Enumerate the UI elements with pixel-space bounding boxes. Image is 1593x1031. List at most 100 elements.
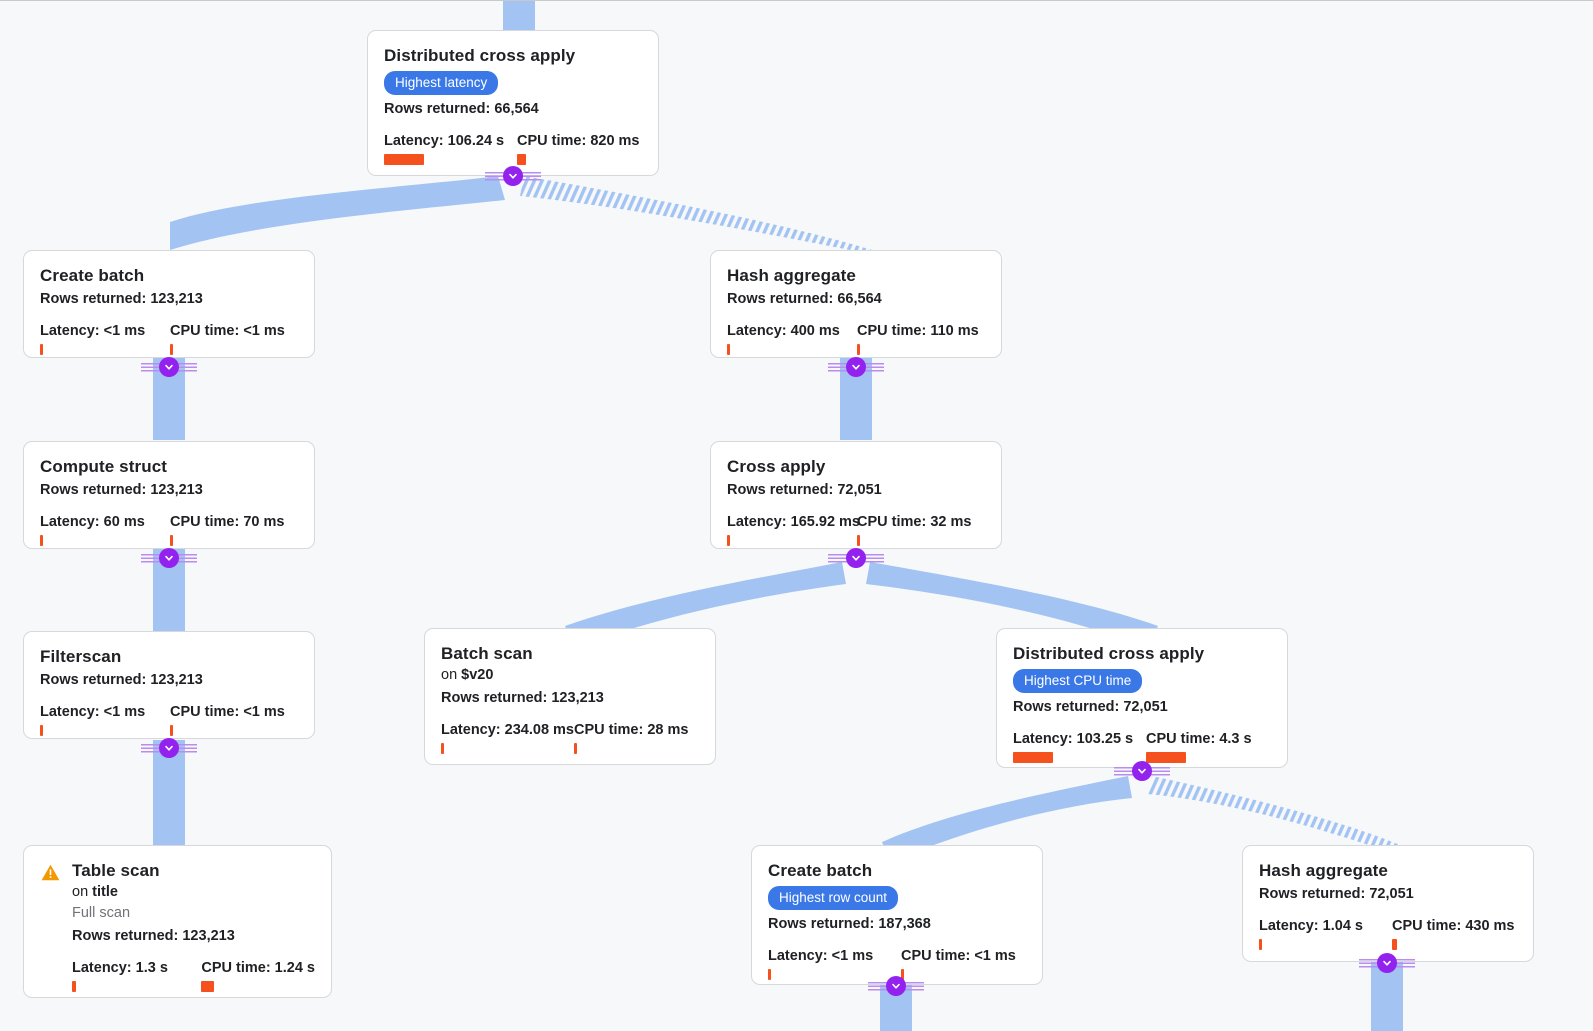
- latency-label: Latency: 60 ms: [40, 514, 145, 530]
- rows-returned: Rows returned: 66,564: [727, 291, 882, 307]
- plan-node-distributed-cross-apply-lower[interactable]: Distributed cross apply Highest CPU time…: [996, 628, 1288, 768]
- collapse-toggle-filterscan[interactable]: [141, 738, 197, 758]
- cpu-metric: CPU time: 1.24 s: [201, 960, 315, 992]
- collapse-toggle-compute-struct[interactable]: [141, 548, 197, 568]
- edge-dca-to-hash-aggregate-hatched: [1148, 776, 1400, 852]
- rows-returned: Rows returned: 123,213: [72, 928, 235, 944]
- collapse-toggle-cross-apply[interactable]: [828, 548, 884, 568]
- node-title: Distributed cross apply: [1013, 644, 1205, 663]
- latency-metric: Latency: 103.25 s: [1013, 731, 1146, 763]
- scan-target-value: title: [92, 884, 118, 900]
- node-title: Create batch: [40, 266, 145, 285]
- plan-node-distributed-cross-apply-root[interactable]: Distributed cross apply Highest latency …: [367, 30, 659, 176]
- status-badge-highest-latency: Highest latency: [384, 71, 499, 95]
- latency-metric: Latency: <1 ms: [768, 948, 901, 980]
- cpu-metric: CPU time: 110 ms: [857, 323, 979, 355]
- metrics-row: Latency: 106.24 s CPU time: 820 ms: [384, 133, 642, 165]
- plan-node-hash-aggregate-lower[interactable]: Hash aggregate Rows returned: 72,051 Lat…: [1242, 845, 1534, 962]
- rows-returned: Rows returned: 72,051: [1013, 699, 1168, 715]
- plan-node-compute-struct[interactable]: Compute struct Rows returned: 123,213 La…: [23, 441, 315, 549]
- latency-metric: Latency: 106.24 s: [384, 133, 517, 165]
- node-title: Table scan: [72, 861, 160, 880]
- chevron-down-icon: [159, 738, 179, 758]
- edge-into-root: [503, 0, 535, 30]
- collapse-toggle-create-batch-left[interactable]: [141, 357, 197, 377]
- metrics-row: Latency: 165.92 ms CPU time: 32 ms: [727, 514, 985, 546]
- collapse-toggle-distributed-cross-apply-lower[interactable]: [1114, 761, 1170, 781]
- latency-bar: [40, 725, 43, 736]
- chevron-down-icon: [159, 357, 179, 377]
- latency-label: Latency: 234.08 ms: [441, 722, 574, 738]
- cpu-label: CPU time: <1 ms: [901, 948, 1016, 964]
- collapse-toggle-create-batch-lower[interactable]: [868, 976, 924, 996]
- plan-node-create-batch-lower[interactable]: Create batch Highest row count Rows retu…: [751, 845, 1043, 985]
- status-badge-highest-cpu-time: Highest CPU time: [1013, 669, 1143, 693]
- cpu-metric: CPU time: 32 ms: [857, 514, 971, 546]
- latency-label: Latency: 400 ms: [727, 323, 840, 339]
- latency-metric: Latency: 1.04 s: [1259, 918, 1392, 950]
- chevron-down-icon: [1132, 761, 1152, 781]
- latency-bar: [40, 344, 43, 355]
- latency-label: Latency: <1 ms: [40, 704, 146, 720]
- cpu-bar: [170, 535, 173, 546]
- plan-node-filterscan[interactable]: Filterscan Rows returned: 123,213 Latenc…: [23, 631, 315, 739]
- cpu-bar: [857, 344, 860, 355]
- latency-bar: [441, 743, 444, 754]
- on-prefix: on: [441, 667, 462, 683]
- node-title: Batch scan: [441, 644, 533, 663]
- metrics-row: Latency: 1.04 s CPU time: 430 ms: [1259, 918, 1517, 950]
- rows-returned: Rows returned: 123,213: [40, 291, 203, 307]
- latency-bar: [1013, 752, 1053, 763]
- rows-returned: Rows returned: 123,213: [40, 482, 203, 498]
- metrics-row: Latency: 234.08 ms CPU time: 28 ms: [441, 722, 699, 754]
- node-title: Filterscan: [40, 647, 122, 666]
- latency-bar: [40, 535, 43, 546]
- latency-label: Latency: <1 ms: [768, 948, 874, 964]
- cpu-metric: CPU time: <1 ms: [170, 323, 285, 355]
- node-title: Compute struct: [40, 457, 168, 476]
- cpu-label: CPU time: 820 ms: [517, 133, 640, 149]
- plan-node-hash-aggregate-upper[interactable]: Hash aggregate Rows returned: 66,564 Lat…: [710, 250, 1002, 358]
- node-title: Create batch: [768, 861, 873, 880]
- scan-target: on $v20: [441, 666, 699, 685]
- plan-node-table-scan[interactable]: Table scan on title Full scan Rows retur…: [23, 845, 332, 998]
- edge-root-to-create-batch: [170, 176, 505, 250]
- plan-node-create-batch-left[interactable]: Create batch Rows returned: 123,213 Late…: [23, 250, 315, 358]
- cpu-bar: [857, 535, 860, 546]
- on-prefix: on: [72, 884, 93, 900]
- edge-root-to-hash-aggregate-hatched: [520, 176, 872, 252]
- plan-node-cross-apply[interactable]: Cross apply Rows returned: 72,051 Latenc…: [710, 441, 1002, 549]
- node-title: Distributed cross apply: [384, 46, 576, 65]
- cpu-bar: [517, 154, 526, 165]
- collapse-toggle-hash-aggregate-lower[interactable]: [1359, 953, 1415, 973]
- collapse-toggle-hash-aggregate-upper[interactable]: [828, 357, 884, 377]
- cpu-label: CPU time: 430 ms: [1392, 918, 1515, 934]
- latency-label: Latency: 1.3 s: [72, 960, 168, 976]
- latency-bar: [768, 969, 771, 980]
- metrics-row: Latency: <1 ms CPU time: <1 ms: [40, 704, 298, 736]
- scan-target: on title: [72, 883, 315, 902]
- collapse-toggle-root[interactable]: [485, 166, 541, 186]
- metrics-row: Latency: 400 ms CPU time: 110 ms: [727, 323, 985, 355]
- latency-metric: Latency: <1 ms: [40, 704, 170, 736]
- metrics-row: Latency: 103.25 s CPU time: 4.3 s: [1013, 731, 1271, 763]
- latency-label: Latency: 1.04 s: [1259, 918, 1363, 934]
- latency-label: Latency: 165.92 ms: [727, 514, 860, 530]
- rows-returned: Rows returned: 66,564: [384, 101, 539, 117]
- cpu-metric: CPU time: 28 ms: [574, 722, 688, 754]
- latency-bar: [72, 981, 76, 992]
- latency-bar: [384, 154, 424, 165]
- latency-metric: Latency: 165.92 ms: [727, 514, 860, 546]
- rows-returned: Rows returned: 123,213: [441, 690, 604, 706]
- cpu-label: CPU time: <1 ms: [170, 704, 285, 720]
- latency-metric: Latency: 400 ms: [727, 323, 857, 355]
- metrics-row: Latency: 60 ms CPU time: 70 ms: [40, 514, 298, 546]
- metrics-row: Latency: <1 ms CPU time: <1 ms: [40, 323, 298, 355]
- metrics-row: Latency: <1 ms CPU time: <1 ms: [768, 948, 1026, 980]
- chevron-down-icon: [846, 548, 866, 568]
- latency-bar: [1259, 939, 1262, 950]
- cpu-bar: [574, 743, 577, 754]
- node-title: Cross apply: [727, 457, 826, 476]
- plan-node-batch-scan[interactable]: Batch scan on $v20 Rows returned: 123,21…: [424, 628, 716, 765]
